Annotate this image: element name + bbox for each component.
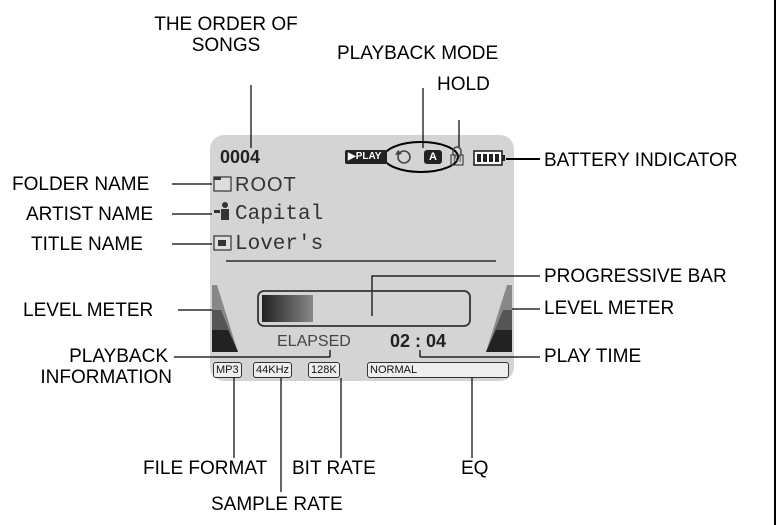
artist-name: Capital: [235, 203, 324, 226]
level-meter-right-label: LEVEL METER: [544, 298, 675, 319]
page-border-right: [774, 0, 776, 525]
battery-label: BATTERY INDICATOR: [544, 150, 738, 171]
eq-chip: NORMAL: [367, 362, 509, 378]
lcd-screen: [210, 135, 514, 381]
sample-rate-chip: 44KHz: [253, 362, 293, 378]
eq-label: NORMAL: [370, 364, 418, 376]
order-label-line2: SONGS: [191, 35, 261, 56]
title-name-label: TITLE NAME: [31, 234, 143, 255]
mode-letter: A: [429, 151, 437, 163]
progress-frame: [257, 290, 471, 327]
playback-mode-label: PLAYBACK MODE: [337, 43, 499, 64]
hold-letter: M: [453, 154, 462, 165]
play-time: 02 : 04: [390, 331, 447, 351]
folder-name-label: FOLDER NAME: [12, 174, 150, 195]
bitrate-chip: 128K: [308, 362, 340, 378]
file-format-label: FILE FORMAT: [143, 458, 268, 479]
play-badge: ▶PLAY: [348, 151, 382, 162]
artist-icon: [214, 202, 229, 220]
title-name: Lover's: [235, 233, 324, 256]
song-number: 0004: [220, 147, 261, 167]
playback-info-label: PLAYBACK INFORMATION: [0, 346, 172, 388]
artist-name-label: ARTIST NAME: [26, 204, 154, 225]
title-icon: [213, 235, 232, 251]
repeat-icon: [395, 150, 411, 164]
folder-name: ROOT: [235, 174, 297, 196]
sample-rate-label: SAMPLE RATE: [211, 494, 343, 515]
format-chip: MP3: [213, 362, 242, 378]
level-meter-right: [486, 285, 512, 352]
hold-label: HOLD: [437, 74, 490, 95]
lock-icon: [450, 146, 464, 166]
playback-info-line1: PLAYBACK: [69, 346, 168, 367]
playback-info-line2: INFORMATION: [40, 367, 172, 388]
level-meter-left: [212, 285, 238, 352]
order-label: THE ORDER OF SONGS: [146, 14, 306, 56]
mode-box: [424, 150, 442, 164]
progress-leader: [371, 275, 540, 316]
progress-fill: [262, 295, 313, 322]
elapsed-label: ELAPSED: [277, 333, 351, 350]
progressive-bar-label: PROGRESSIVE BAR: [544, 266, 727, 287]
play-badge-bg: [345, 150, 387, 164]
mode-ellipse: [383, 141, 459, 173]
level-meter-left-label: LEVEL METER: [23, 300, 154, 321]
battery-icon: [473, 150, 505, 166]
play-time-label: PLAY TIME: [544, 346, 642, 367]
folder-icon: [213, 176, 232, 192]
bit-rate-label: BIT RATE: [292, 458, 376, 479]
eq-label-callout: EQ: [461, 458, 489, 479]
order-label-line1: THE ORDER OF: [154, 14, 298, 35]
